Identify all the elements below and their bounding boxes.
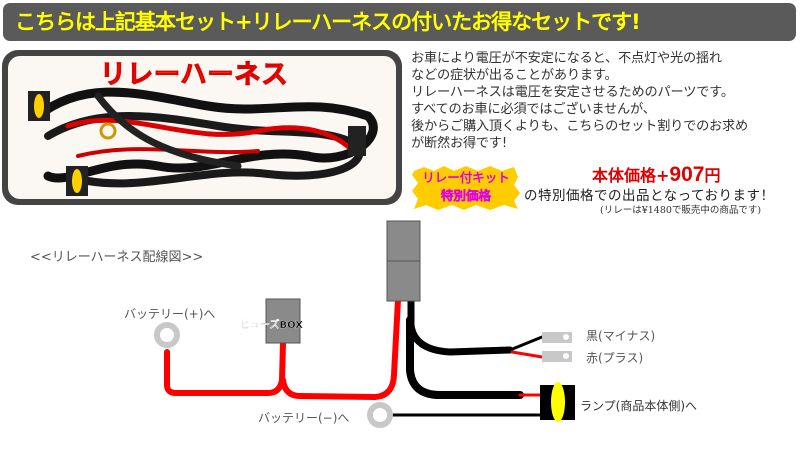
price-amount: 907 bbox=[669, 163, 705, 186]
battery-plus-ring bbox=[154, 322, 180, 348]
red-plus-label: 赤(プラス) bbox=[586, 351, 644, 365]
product-photo: リレーハーネス bbox=[2, 50, 402, 205]
black-minus-label: 黒(マイナス) bbox=[586, 329, 656, 343]
price-subnote: (リレーは¥1480で販売中の商品です) bbox=[600, 205, 762, 216]
black-wire-terminal bbox=[407, 296, 514, 356]
relay-harness-photo bbox=[28, 87, 378, 196]
header-banner: こちらは上記基本セット+リレーハーネスの付いたお得なセットです! bbox=[3, 3, 796, 41]
diagram-title: <<リレーハーネス配線図>> bbox=[30, 250, 204, 265]
black-wire-lamp bbox=[406, 316, 524, 399]
desc-line: すべてのお車に必須ではございませんが、 bbox=[411, 102, 656, 117]
badge-line2: 特別価格 bbox=[440, 188, 492, 204]
price-note: の特別価格での出品となっております！ bbox=[524, 188, 775, 204]
desc-line: 後からご購入頂くよりも、こちらのセット割りでのお求め bbox=[411, 119, 749, 134]
description: お車により電圧が不安定になると、不点灯や光の揺れ などの症状が出ることがあります… bbox=[411, 50, 800, 152]
badge-line1: リレー付キット bbox=[422, 170, 510, 185]
price-unit: 円 bbox=[704, 166, 721, 185]
price: 本体価格+907円 bbox=[592, 162, 720, 187]
terminal-red bbox=[542, 351, 572, 362]
battery-plus-label: バッテリー(+)へ bbox=[124, 307, 216, 321]
terminal-black bbox=[542, 332, 572, 343]
red-wire-battery bbox=[164, 340, 286, 396]
special-price-badge: リレー付キット 特別価格 bbox=[410, 163, 522, 211]
relay-box bbox=[386, 220, 421, 262]
desc-line: などの症状が出ることがあります。 bbox=[411, 68, 618, 83]
red-wire-relay bbox=[280, 297, 401, 400]
battery-minus-label: バッテリー(−)へ bbox=[258, 411, 350, 425]
desc-line: リレーハーネスは電圧を安定させるためのパーツです。 bbox=[411, 85, 734, 100]
desc-line: お車により電圧が不安定になると、不点灯や光の揺れ bbox=[411, 51, 722, 66]
price-prefix: 本体価格+ bbox=[592, 166, 670, 185]
photo-title: リレーハーネス bbox=[99, 59, 289, 90]
lamp-label: ランプ(商品本体側)へ bbox=[580, 399, 698, 413]
fuse-box-label: ヒューズBOX bbox=[240, 320, 303, 331]
desc-line: が断然お得です! bbox=[411, 136, 507, 151]
battery-minus-ring bbox=[367, 402, 393, 428]
fuse-box bbox=[265, 298, 301, 344]
